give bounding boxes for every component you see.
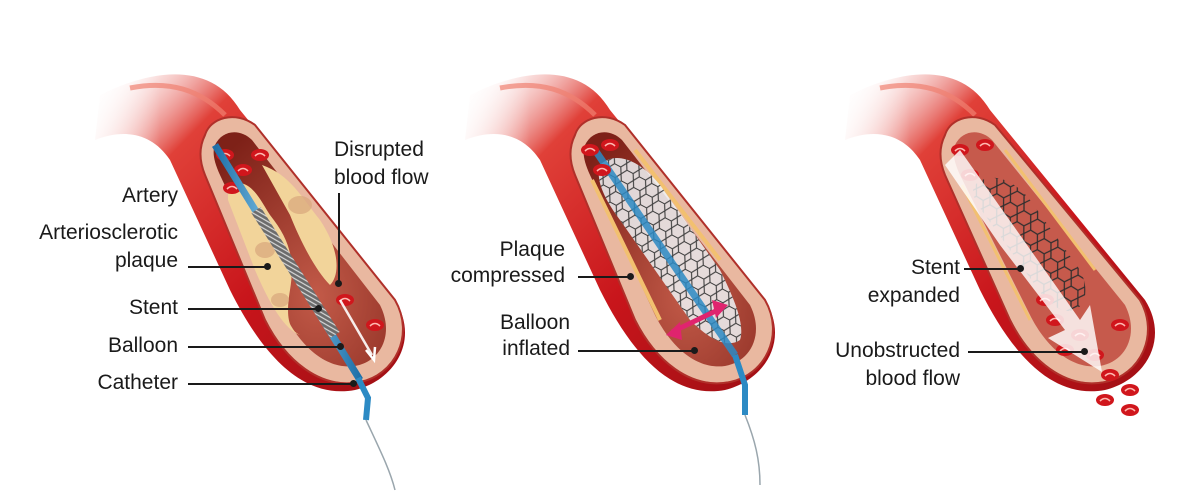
pointer-dot-plaque xyxy=(264,263,271,270)
label-unobstructed-line2: blood flow xyxy=(865,367,960,390)
leader-plaque xyxy=(188,266,268,268)
guidewire xyxy=(744,414,761,486)
label-plaque-line1: Arteriosclerotic xyxy=(39,221,178,244)
label-flow-line2: blood flow xyxy=(334,166,429,189)
pointer-dot-unobstructed xyxy=(1081,348,1088,355)
label-unobstructed-line1: Unobstructed xyxy=(835,339,960,362)
leader-balloon xyxy=(188,346,340,348)
label-flow-line1: Disrupted xyxy=(334,138,424,161)
label-plaque-line2: plaque xyxy=(114,249,178,272)
leader-unobstructed xyxy=(968,351,1084,353)
label-stent: Stent xyxy=(128,296,178,319)
label-balloon-inflated-line2: inflated xyxy=(502,337,570,360)
leader-catheter xyxy=(188,383,353,385)
plaque-right xyxy=(262,165,337,285)
label-plaque-compressed-line1: Plaque xyxy=(499,238,565,261)
leader-balloon-inflated xyxy=(578,350,694,352)
stent-crimped xyxy=(251,207,340,338)
pointer-dot-stent xyxy=(315,305,322,312)
panel-expanded xyxy=(830,60,1156,417)
leader-stent xyxy=(188,308,318,310)
leader-stent-expanded xyxy=(964,268,1020,270)
flow-arrow xyxy=(945,150,1102,372)
pointer-dot-balloon-inflated xyxy=(691,347,698,354)
expansion-arrow xyxy=(666,300,728,340)
leader-plaque-compressed xyxy=(578,276,630,278)
lumen xyxy=(213,132,386,367)
label-plaque-compressed-line2: compressed xyxy=(450,264,565,287)
pointer-dot-balloon xyxy=(337,343,344,350)
panel-before xyxy=(80,60,406,491)
label-catheter: Catheter xyxy=(97,371,178,394)
leader-flow xyxy=(338,193,340,283)
label-stent-expanded-line2: expanded xyxy=(867,284,960,307)
label-balloon-inflated-line1: Balloon xyxy=(499,311,570,334)
pointer-dot-flow xyxy=(335,280,342,287)
pointer-dot-plaque-compressed xyxy=(627,273,634,280)
catheter-shaft xyxy=(592,148,738,357)
guidewire xyxy=(365,419,396,491)
label-balloon: Balloon xyxy=(107,334,178,357)
panel-inflated xyxy=(450,60,776,486)
pointer-dot-stent-expanded xyxy=(1017,265,1024,272)
label-stent-expanded-line1: Stent xyxy=(910,256,960,279)
label-artery: Artery xyxy=(121,184,178,207)
pointer-dot-catheter xyxy=(350,380,357,387)
